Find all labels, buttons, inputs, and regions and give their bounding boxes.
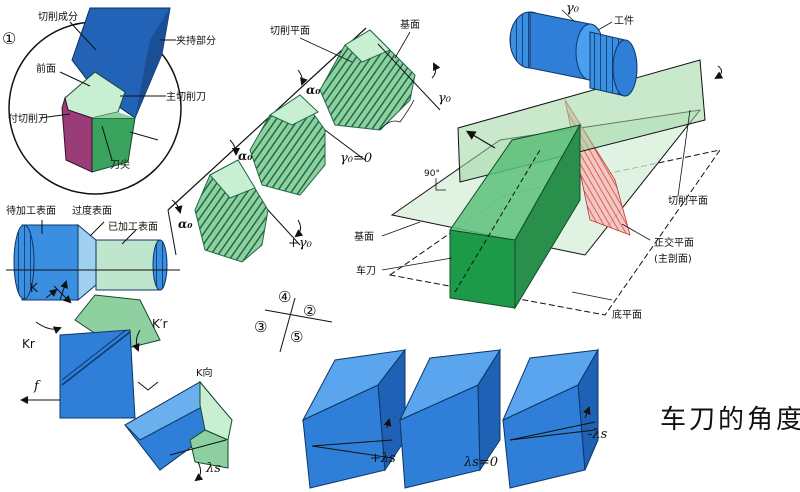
label-gamma0-eq0: γ₀=0 bbox=[340, 151, 372, 166]
shaft-end bbox=[13, 224, 35, 300]
label-base-plane-top: 基面 bbox=[400, 18, 420, 31]
label-gamma0-plus: +γ₀ bbox=[288, 236, 313, 251]
label-kr-prime: K′r bbox=[152, 317, 168, 331]
label-to-machine-surface: 待加工表面 bbox=[6, 204, 56, 217]
label-cutting-plane-right: 切削平面 bbox=[668, 194, 708, 207]
label-tip: 刀尖 bbox=[110, 158, 130, 171]
tool-front bbox=[449, 229, 516, 309]
panel-number-1: ① bbox=[2, 29, 16, 48]
diagram-title: 车刀的角度 bbox=[660, 405, 800, 435]
label-lambda-plus: +λs bbox=[370, 451, 396, 466]
label-cutting-plane-top: 切削平面 bbox=[270, 24, 310, 37]
machined-end bbox=[152, 239, 168, 291]
lambda-blocks: +λs λs=0 -λs bbox=[301, 348, 608, 489]
k-direction-view: K向 λs bbox=[124, 366, 233, 482]
label-workpiece-gamma: γ₀ bbox=[566, 1, 580, 16]
label-turning-tool: 车刀 bbox=[356, 264, 376, 277]
tool-head-panel: ① 切削成分 夹持部分 前面 主切削刀 付切削刀 刀尖 bbox=[2, 7, 216, 195]
workpiece-small-end bbox=[612, 39, 638, 97]
label-feed-f: f bbox=[33, 379, 41, 394]
label-workpiece: 工件 bbox=[614, 15, 634, 27]
label-machined-surface: 已加工表面 bbox=[108, 220, 158, 233]
label-k: K bbox=[30, 281, 39, 295]
label-rake-face: 前面 bbox=[36, 62, 56, 75]
label-main-section: (主剖面) bbox=[654, 252, 692, 265]
quadrant-4: ④ bbox=[278, 288, 291, 306]
clamp-part-side bbox=[135, 8, 170, 118]
label-k-view-lambda: λs bbox=[205, 461, 221, 476]
machined-section bbox=[95, 239, 161, 291]
tool-side bbox=[514, 123, 581, 310]
label-transition-surface: 过度表面 bbox=[72, 204, 112, 217]
label-bottom-plane: 底平面 bbox=[612, 308, 642, 321]
label-gamma0-1: γ₀ bbox=[438, 91, 452, 106]
label-clamp-part: 夹持部分 bbox=[176, 34, 216, 47]
label-k-direction: K向 bbox=[196, 366, 213, 379]
label-90-degrees: 90° bbox=[424, 169, 440, 179]
label-cutting-part: 切削成分 bbox=[38, 10, 78, 23]
label-alpha0-2: α₀ bbox=[238, 149, 253, 163]
label-kr: Kr bbox=[22, 337, 35, 351]
aux-flank-face bbox=[61, 96, 93, 173]
section-profiles: 切削平面 基面 α₀ γ₀ γ₀=0 α₀ α₀ +γ₀ bbox=[167, 18, 452, 263]
block-2-side bbox=[477, 348, 501, 472]
label-alpha0-3: α₀ bbox=[178, 217, 193, 231]
profile-top-rake bbox=[344, 29, 391, 63]
profile-bottom-rake bbox=[209, 159, 256, 199]
turning-tool-shank bbox=[59, 329, 136, 419]
label-orthogonal-plane: 正交平面 bbox=[654, 236, 694, 249]
label-aux-edge: 付切削刀 bbox=[8, 112, 48, 125]
label-alpha0-1: α₀ bbox=[306, 83, 321, 97]
transition-section bbox=[77, 223, 97, 302]
quadrant-2: ② bbox=[303, 302, 316, 320]
quadrant-5: ⑤ bbox=[290, 328, 303, 346]
label-base-plane-right: 基面 bbox=[354, 230, 374, 243]
label-lambda-minus: -λs bbox=[588, 427, 608, 442]
k-view-flank bbox=[189, 429, 229, 469]
label-main-edge: 主切削刀 bbox=[166, 90, 206, 103]
quadrant-symbol: ④ ② ③ ⑤ bbox=[254, 288, 333, 353]
profile-middle-rake bbox=[268, 94, 319, 126]
quadrant-3: ③ bbox=[254, 318, 267, 336]
label-lambda-zero: λs=0 bbox=[463, 455, 498, 470]
reference-planes-panel: γ₀ 工件 90° 切削平面 基面 正交平面 (主剖面) 车刀 底平面 bbox=[354, 1, 724, 321]
turning-setup-panel: 待加工表面 过度表面 已加工表面 K K′r Kr f bbox=[6, 204, 180, 419]
tip-face bbox=[92, 112, 135, 118]
